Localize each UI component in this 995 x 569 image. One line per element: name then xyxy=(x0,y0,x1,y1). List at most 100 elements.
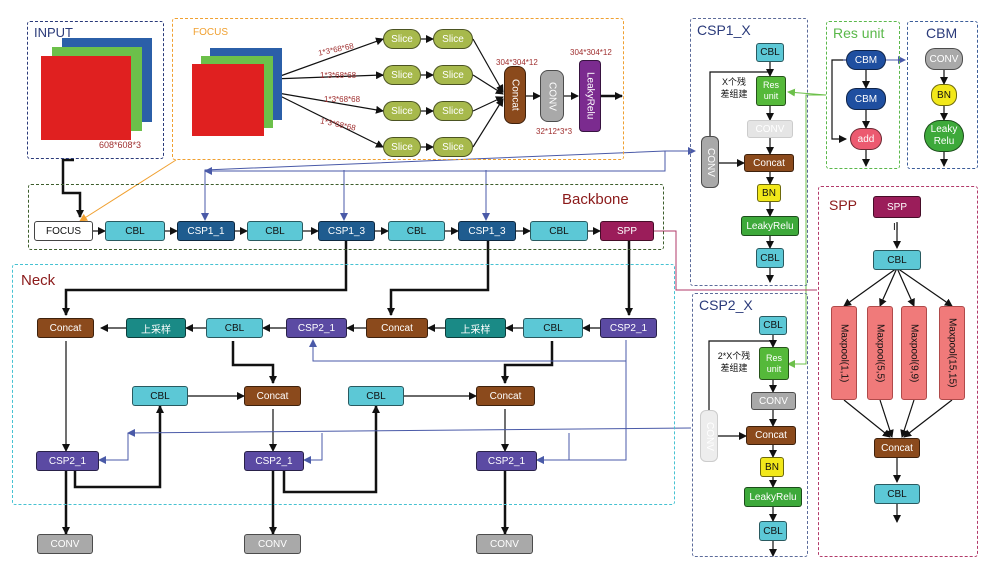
slice-1b[interactable]: Slice xyxy=(433,29,473,49)
csp2x-title: CSP2_X xyxy=(699,297,753,313)
backbone-cbl-4[interactable]: CBL xyxy=(530,221,588,241)
spp-concat[interactable]: Concat xyxy=(874,438,920,458)
csp2x-conv-side-label: CONV xyxy=(703,421,715,451)
spp-group: SPP xyxy=(818,186,978,557)
spp-maxpool-4[interactable]: Maxpool(15,15) xyxy=(939,306,965,400)
csp2x-residual-note: 2*X个残 差组建 xyxy=(717,351,751,373)
focus-red-sheet xyxy=(192,64,264,136)
neck-concat-3[interactable]: Concat xyxy=(244,386,301,406)
output-conv-3[interactable]: CONV xyxy=(476,534,533,554)
neck-csp2-1[interactable]: CSP2_1 xyxy=(286,318,347,338)
spp-cbl-bottom[interactable]: CBL xyxy=(874,484,920,504)
csp1x-leaky[interactable]: LeakyRelu xyxy=(741,216,799,236)
output-conv-2[interactable]: CONV xyxy=(244,534,301,554)
slice-3a[interactable]: Slice xyxy=(383,101,421,121)
resunit-cbm-2[interactable]: CBM xyxy=(846,88,886,110)
focus-concat-in: 304*304*12 xyxy=(496,58,538,67)
csp1x-conv-side[interactable]: CONV xyxy=(701,136,719,188)
input-title: INPUT xyxy=(34,25,73,40)
cbm-leaky[interactable]: Leaky Relu xyxy=(924,120,964,152)
csp1x-bn[interactable]: BN xyxy=(757,184,781,202)
csp1x-conv-mid[interactable]: CONV xyxy=(747,120,793,138)
csp1x-residual-note: X个残 差组建 xyxy=(720,77,748,99)
backbone-spp[interactable]: SPP xyxy=(600,221,654,241)
spp-maxpool-2[interactable]: Maxpool(5,5) xyxy=(867,306,893,400)
output-conv-1[interactable]: CONV xyxy=(37,534,93,554)
cbm-conv[interactable]: CONV xyxy=(925,48,963,70)
focus-conv[interactable]: CONV xyxy=(540,70,564,122)
spp-maxpool-1-label: Maxpool(1,1) xyxy=(838,323,850,383)
resunit-cbm-1[interactable]: CBM xyxy=(846,50,886,70)
slice-4a[interactable]: Slice xyxy=(383,137,421,157)
neck-upsample-2[interactable]: 上采样 xyxy=(445,318,506,338)
resunit-add[interactable]: add xyxy=(850,128,882,150)
spp-title: SPP xyxy=(829,197,858,213)
csp2x-resunit[interactable]: Res unit xyxy=(759,347,789,380)
csp1x-concat[interactable]: Concat xyxy=(744,154,794,172)
focus-concat-label: Concat xyxy=(509,79,521,111)
neck-cbl-2[interactable]: CBL xyxy=(523,318,583,338)
slice-2a[interactable]: Slice xyxy=(383,65,421,85)
input-size: 608*608*3 xyxy=(99,140,142,150)
focus-title: FOCUS xyxy=(193,27,228,38)
cbm-bn[interactable]: BN xyxy=(931,84,957,106)
neck-csp2-3[interactable]: CSP2_1 xyxy=(36,451,99,471)
spp-maxpool-3[interactable]: Maxpool(9,9) xyxy=(901,306,927,400)
csp1x-resunit[interactable]: Res unit xyxy=(756,76,786,106)
csp2x-conv-side[interactable]: CONV xyxy=(700,410,718,462)
spp-maxpool-3-label: Maxpool(9,9) xyxy=(908,323,920,383)
neck-cbl-3[interactable]: CBL xyxy=(132,386,188,406)
cbm-group: CBM xyxy=(907,21,978,169)
focus-leaky[interactable]: LeakyRelu xyxy=(579,60,601,132)
spp-maxpool-2-label: Maxpool(5,5) xyxy=(874,323,886,383)
slice-1a[interactable]: Slice xyxy=(383,29,421,49)
focus-leaky-out: 304*304*12 xyxy=(570,48,612,57)
csp2x-concat[interactable]: Concat xyxy=(746,426,796,445)
csp2x-leaky[interactable]: LeakyRelu xyxy=(744,487,802,507)
backbone-group: Backbone xyxy=(28,184,664,250)
spp-cbl-top[interactable]: CBL xyxy=(873,250,921,270)
csp2x-cbl-bottom[interactable]: CBL xyxy=(759,521,787,541)
neck-concat-4[interactable]: Concat xyxy=(476,386,535,406)
neck-csp2-5[interactable]: CSP2_1 xyxy=(476,451,537,471)
csp2x-conv-mid[interactable]: CONV xyxy=(751,392,796,410)
focus-in-label-2: 1*3*68*68 xyxy=(320,71,357,80)
spp-head[interactable]: SPP xyxy=(873,196,921,218)
csp2x-group: CSP2_X xyxy=(692,293,808,557)
neck-concat-2[interactable]: Concat xyxy=(366,318,428,338)
csp1x-cbl-bottom[interactable]: CBL xyxy=(756,248,784,268)
focus-concat[interactable]: Concat xyxy=(504,66,526,124)
csp2x-cbl-top[interactable]: CBL xyxy=(759,316,787,335)
backbone-cbl-1[interactable]: CBL xyxy=(105,221,165,241)
focus-in-label-3: 1*3*68*68 xyxy=(324,95,361,104)
neck-cbl-4[interactable]: CBL xyxy=(348,386,404,406)
resunit-title: Res unit xyxy=(833,25,885,41)
backbone-csp1-3b[interactable]: CSP1_3 xyxy=(458,221,516,241)
backbone-focus[interactable]: FOCUS xyxy=(34,221,93,241)
csp2x-bn[interactable]: BN xyxy=(760,457,784,477)
backbone-cbl-2[interactable]: CBL xyxy=(247,221,303,241)
input-red-sheet xyxy=(41,56,131,140)
backbone-csp1-1[interactable]: CSP1_1 xyxy=(177,221,235,241)
backbone-title: Backbone xyxy=(562,191,629,208)
csp1x-cbl-top[interactable]: CBL xyxy=(756,43,784,62)
slice-4b[interactable]: Slice xyxy=(433,137,473,157)
spp-parallel-mark: II xyxy=(893,222,899,233)
spp-maxpool-1[interactable]: Maxpool(1,1) xyxy=(831,306,857,400)
slice-3b[interactable]: Slice xyxy=(433,101,473,121)
backbone-cbl-3[interactable]: CBL xyxy=(388,221,445,241)
neck-cbl-1[interactable]: CBL xyxy=(206,318,263,338)
cbm-title: CBM xyxy=(926,25,958,41)
neck-group: Neck xyxy=(12,264,675,505)
focus-conv-label: CONV xyxy=(546,81,558,111)
focus-leaky-label: LeakyRelu xyxy=(584,72,596,120)
csp1x-conv-side-label: CONV xyxy=(704,147,716,177)
slice-2b[interactable]: Slice xyxy=(433,65,473,85)
backbone-csp1-3a[interactable]: CSP1_3 xyxy=(318,221,375,241)
neck-csp2-2[interactable]: CSP2_1 xyxy=(600,318,657,338)
csp1x-title: CSP1_X xyxy=(697,22,751,38)
neck-concat-1[interactable]: Concat xyxy=(37,318,94,338)
input-group: INPUT xyxy=(27,21,164,159)
neck-csp2-4[interactable]: CSP2_1 xyxy=(244,451,304,471)
neck-upsample-1[interactable]: 上采样 xyxy=(126,318,186,338)
